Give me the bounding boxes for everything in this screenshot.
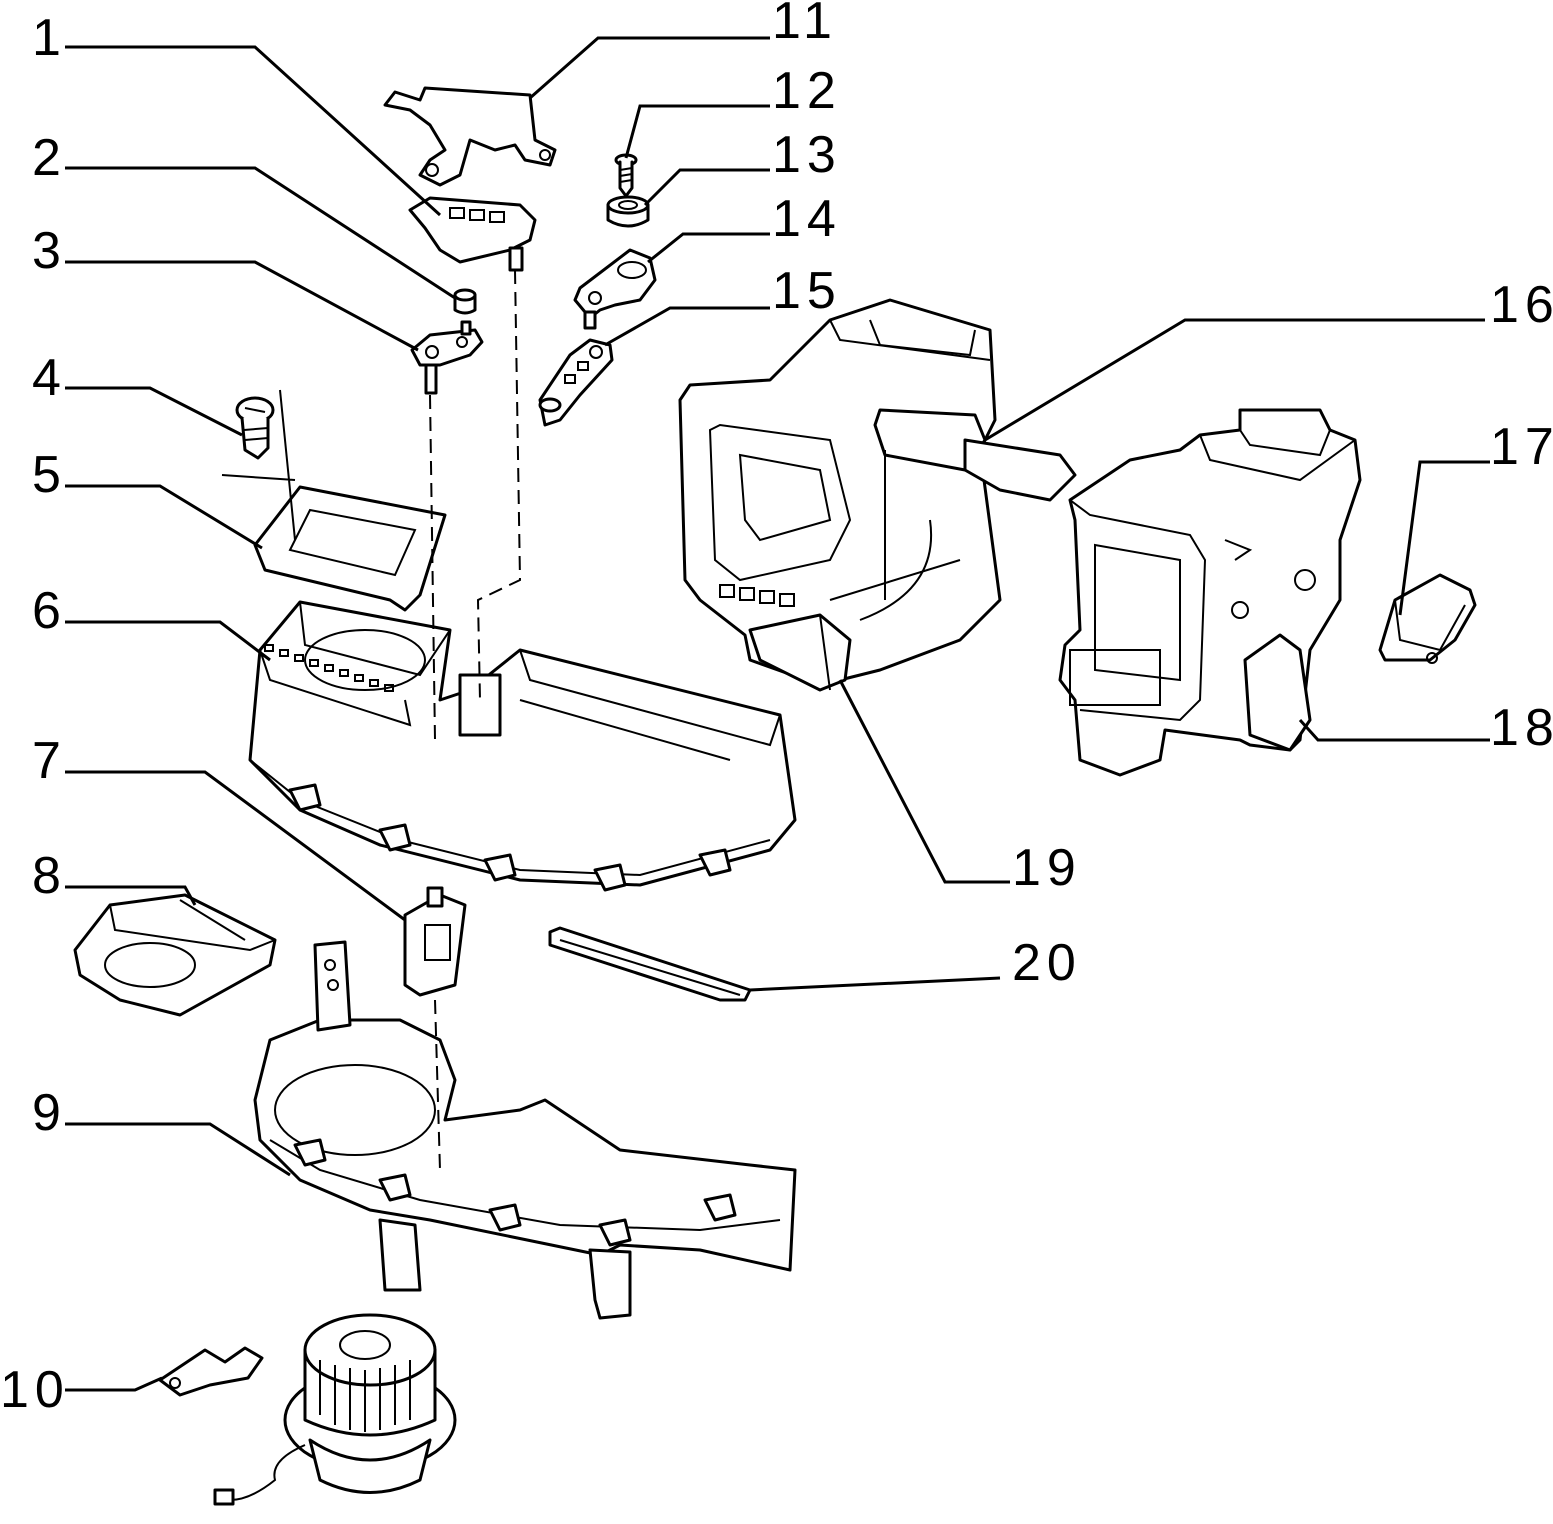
part-11-bracket <box>383 86 557 187</box>
leader-6 <box>65 620 271 662</box>
callout-10: 10 <box>0 1361 70 1419</box>
leader-8 <box>65 885 197 906</box>
part-14-lever <box>573 248 657 330</box>
part-4-plug <box>235 396 275 460</box>
leader-lines <box>65 36 1490 1392</box>
part-1-control-plate <box>408 196 537 272</box>
leader-16 <box>984 318 1485 442</box>
callout-17: 17 <box>1490 418 1553 476</box>
part-8-filter-housing <box>73 893 277 1017</box>
part-9-blower-housing <box>253 940 797 1320</box>
leader-4 <box>65 386 243 437</box>
callout-13: 13 <box>772 126 842 184</box>
callout-7: 7 <box>32 732 67 790</box>
leader-7 <box>65 770 406 922</box>
leader-19 <box>838 679 1010 884</box>
part-18-heater-box-right <box>1058 408 1362 777</box>
leader-20 <box>749 976 1001 992</box>
part-13-bushing <box>606 195 650 228</box>
callout-11: 11 <box>772 0 838 50</box>
leader-13 <box>643 168 770 207</box>
callout-20: 20 <box>1012 934 1082 992</box>
callout-16: 16 <box>1490 276 1553 334</box>
leader-14 <box>647 232 770 264</box>
part-6-housing <box>248 600 797 892</box>
leader-1 <box>65 45 442 217</box>
callout-18: 18 <box>1490 699 1553 757</box>
callout-5: 5 <box>32 446 67 504</box>
leader-3 <box>65 260 419 352</box>
callout-3: 3 <box>32 222 67 280</box>
leader-12 <box>624 104 770 159</box>
callout-12: 12 <box>772 62 842 120</box>
leader-11 <box>529 36 770 100</box>
leader-10 <box>65 1376 163 1392</box>
callout-14: 14 <box>772 190 842 248</box>
part-10-blower-motor <box>158 1313 457 1506</box>
part-5-gasket <box>221 389 447 612</box>
leader-2 <box>65 166 456 300</box>
callout-2: 2 <box>32 129 67 187</box>
leader-18 <box>1298 718 1490 742</box>
callout-15: 15 <box>772 262 842 320</box>
assembly-guide-2 <box>429 394 436 741</box>
part-15-link-arm <box>538 338 614 427</box>
part-7-resistor <box>403 886 467 997</box>
callout-6: 6 <box>32 582 67 640</box>
part-12-screw <box>614 153 638 198</box>
leader-17 <box>1398 460 1490 616</box>
callout-numbers: 1 2 3 4 5 6 7 8 9 10 11 12 13 14 15 16 1… <box>0 0 1553 1419</box>
part-20-foam-strip <box>548 926 752 1002</box>
part-17-actuator <box>1378 573 1477 664</box>
leader-5 <box>65 484 263 550</box>
callout-4: 4 <box>32 349 67 407</box>
leader-9 <box>65 1122 291 1177</box>
callout-19: 19 <box>1012 839 1082 897</box>
callout-1: 1 <box>32 9 67 67</box>
callout-8: 8 <box>32 847 67 905</box>
part-19-heater-box-left <box>678 298 1077 692</box>
assembly-guide-1 <box>476 269 522 701</box>
part-2-cap <box>453 288 477 315</box>
leader-15 <box>604 306 770 347</box>
assembly-guide-3 <box>434 999 441 1171</box>
callout-9: 9 <box>32 1084 67 1142</box>
part-3-pin-bracket <box>410 320 484 395</box>
